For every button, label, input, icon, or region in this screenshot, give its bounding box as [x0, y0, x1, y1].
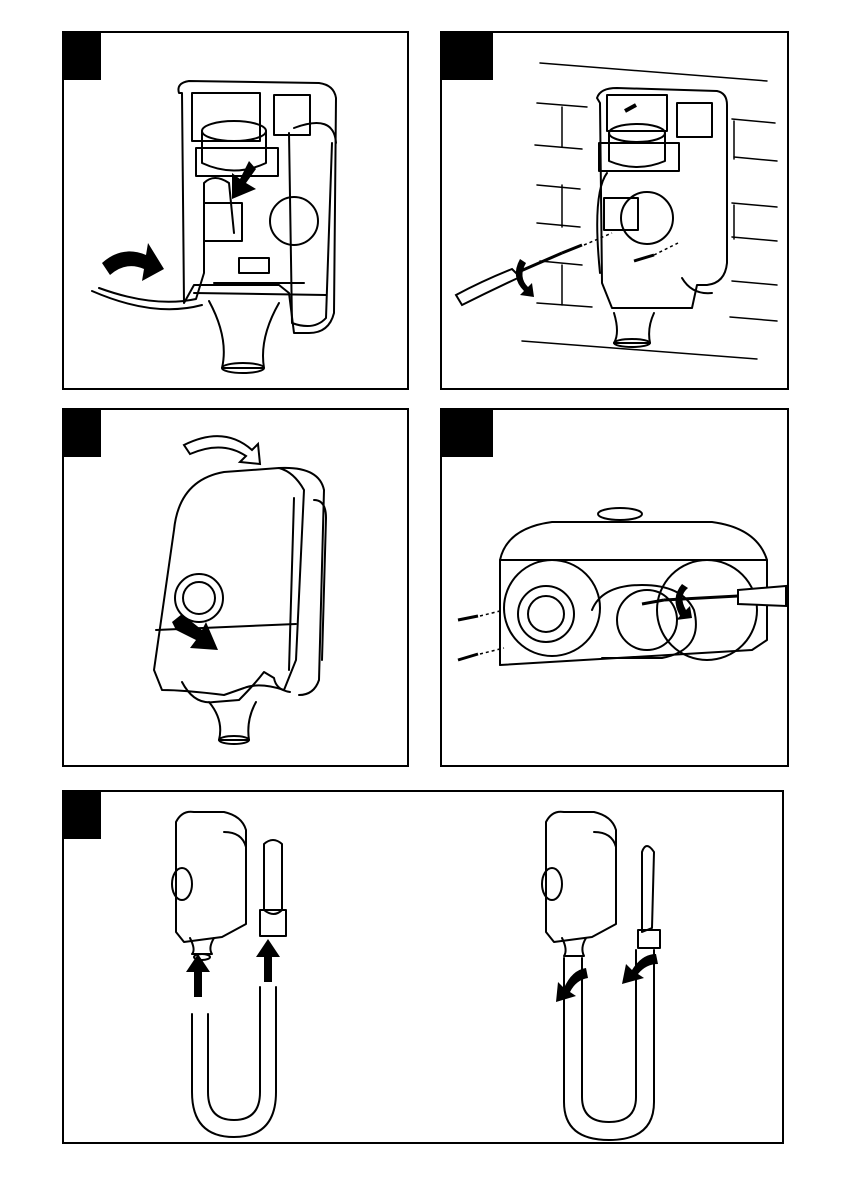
illustration-nozzle-screws: [442, 410, 789, 767]
illustration-open-unit-cable: [64, 33, 409, 390]
straight-arrow-icon: [256, 939, 280, 982]
illustration-closing-cover: [64, 410, 409, 767]
step-panel-5: [62, 790, 784, 1144]
step-panel-3: [62, 408, 409, 767]
straight-arrow-icon: [232, 161, 256, 199]
step-panel-2: [440, 31, 789, 390]
twist-arrow-icon: [516, 259, 534, 297]
illustration-hose-connection: [64, 792, 784, 1144]
step-panel-4: [440, 408, 789, 767]
screwdriver-icon: [456, 253, 562, 305]
curved-arrow-icon: [184, 436, 260, 464]
screw-icon: [458, 600, 664, 660]
twist-arrow-icon: [556, 968, 588, 1002]
curved-arrow-icon: [102, 243, 164, 281]
step-panel-1: [62, 31, 409, 390]
twist-arrow-icon: [622, 954, 658, 984]
illustration-mounting-screws: [442, 33, 789, 390]
